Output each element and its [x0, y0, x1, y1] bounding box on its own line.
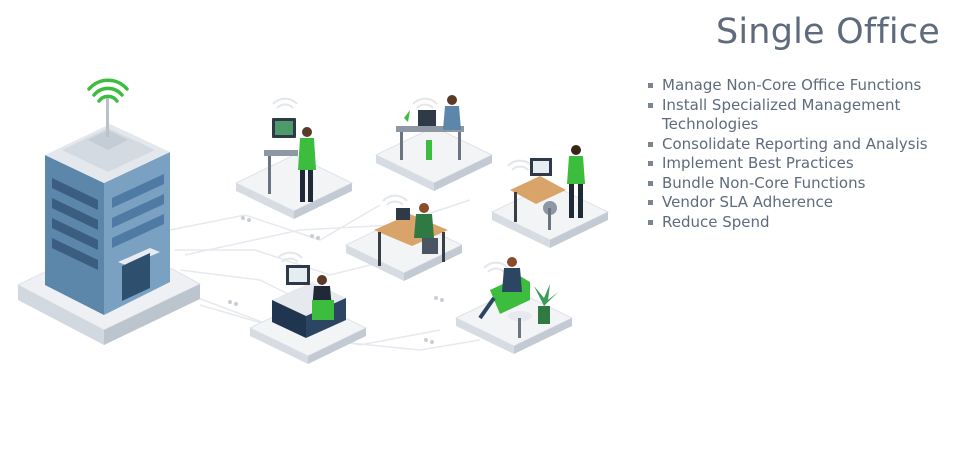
- square-bullet-icon: [648, 180, 653, 186]
- list-item: Manage Non-Core Office Functions: [648, 76, 948, 96]
- bullet-list: Manage Non-Core Office Functions Install…: [648, 76, 948, 232]
- bullet-text: Consolidate Reporting and Analysis: [662, 134, 928, 153]
- bullet-text: Vendor SLA Adherence: [662, 193, 834, 211]
- bullet-text: Manage Non-Core Office Functions: [662, 76, 922, 94]
- list-item: Reduce Spend: [648, 213, 948, 233]
- square-bullet-icon: [648, 83, 653, 88]
- desk-worker-icon: [235, 97, 353, 220]
- desk-worker-icon: [375, 95, 493, 192]
- desk-worker-icon: [491, 145, 609, 249]
- square-bullet-icon: [648, 161, 653, 166]
- square-bullet-icon: [648, 102, 653, 108]
- network-dots: [228, 216, 444, 344]
- square-bullet-icon: [648, 219, 653, 225]
- list-item: Consolidate Reporting and Analysis: [648, 135, 948, 155]
- wifi-icon: [87, 78, 129, 103]
- list-item: Bundle Non-Core Functions: [648, 174, 948, 194]
- desk-worker-icon: [455, 257, 573, 355]
- office-network-illustration: [16, 78, 609, 365]
- bullet-text: Implement Best Practices: [662, 154, 854, 172]
- bullet-text: Install Specialized Management Technolog…: [662, 95, 901, 134]
- bullet-text: Reduce Spend: [662, 212, 770, 231]
- desk-worker-icon: [249, 251, 367, 365]
- list-item: Install Specialized Management Technolog…: [648, 96, 948, 135]
- square-bullet-icon: [648, 141, 653, 147]
- list-item: Implement Best Practices: [648, 154, 948, 174]
- square-bullet-icon: [648, 200, 653, 205]
- bullet-text: Bundle Non-Core Functions: [662, 173, 866, 192]
- office-building-icon: [16, 95, 202, 345]
- slide-title: Single Office: [715, 12, 940, 52]
- desk-worker-icon: [345, 194, 463, 282]
- network-lines: [169, 199, 481, 351]
- list-item: Vendor SLA Adherence: [648, 193, 948, 213]
